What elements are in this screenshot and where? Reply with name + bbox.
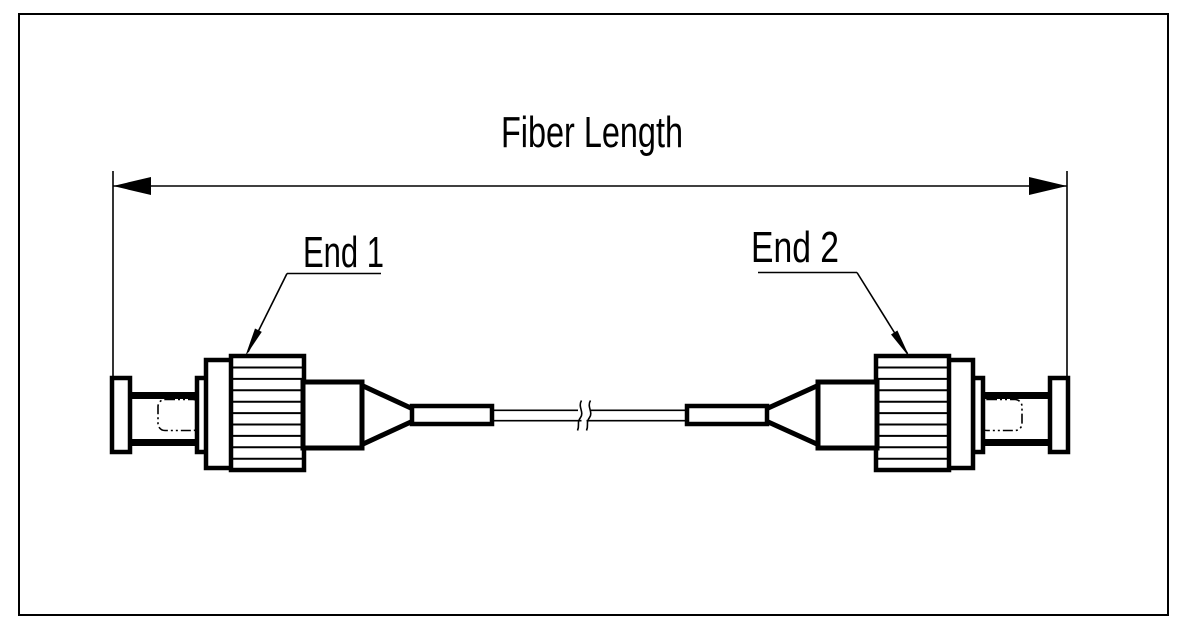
cable-break-mark-left xyxy=(576,400,583,431)
fiber-length-dimension: Fiber Length xyxy=(112,108,1068,377)
end2-label: End 2 xyxy=(751,223,839,272)
end1-callout: End 1 xyxy=(245,228,384,357)
dimension-arrow-right-icon xyxy=(1029,177,1067,195)
right-ferrule-hidden-outline xyxy=(979,398,1023,432)
end1-leader-arrow-icon xyxy=(245,328,262,357)
right-connector xyxy=(684,353,1071,473)
fiber-cable xyxy=(492,400,688,431)
left-collar xyxy=(203,357,235,471)
left-boot-taper xyxy=(359,382,415,448)
left-barrel-bottom-wall xyxy=(126,439,201,446)
left-barrel-top-wall xyxy=(126,392,201,399)
end1-label: End 1 xyxy=(303,228,384,277)
end2-leader-arrow-icon xyxy=(891,330,910,358)
right-end-flange xyxy=(1047,375,1071,455)
dimension-arrow-left-icon xyxy=(113,177,151,195)
end2-callout: End 2 xyxy=(751,223,910,358)
left-end-flange xyxy=(109,375,133,455)
left-connector xyxy=(109,353,495,473)
fiber-length-label: Fiber Length xyxy=(501,108,683,157)
cable-break-mark-right xyxy=(585,400,592,431)
right-boot-taper xyxy=(764,382,821,448)
left-connector-body xyxy=(300,379,365,451)
drawing-border-frame xyxy=(18,13,1169,616)
right-boot-tube xyxy=(684,403,770,427)
left-ferrule-hidden-outline xyxy=(157,398,201,432)
right-connector-body xyxy=(815,379,880,451)
right-barrel-top-wall xyxy=(979,392,1054,399)
left-knurl-hatch xyxy=(233,366,302,460)
right-barrel-bottom-wall xyxy=(979,439,1054,446)
right-knurl-hatch xyxy=(878,366,947,460)
left-boot-tube xyxy=(409,403,495,427)
